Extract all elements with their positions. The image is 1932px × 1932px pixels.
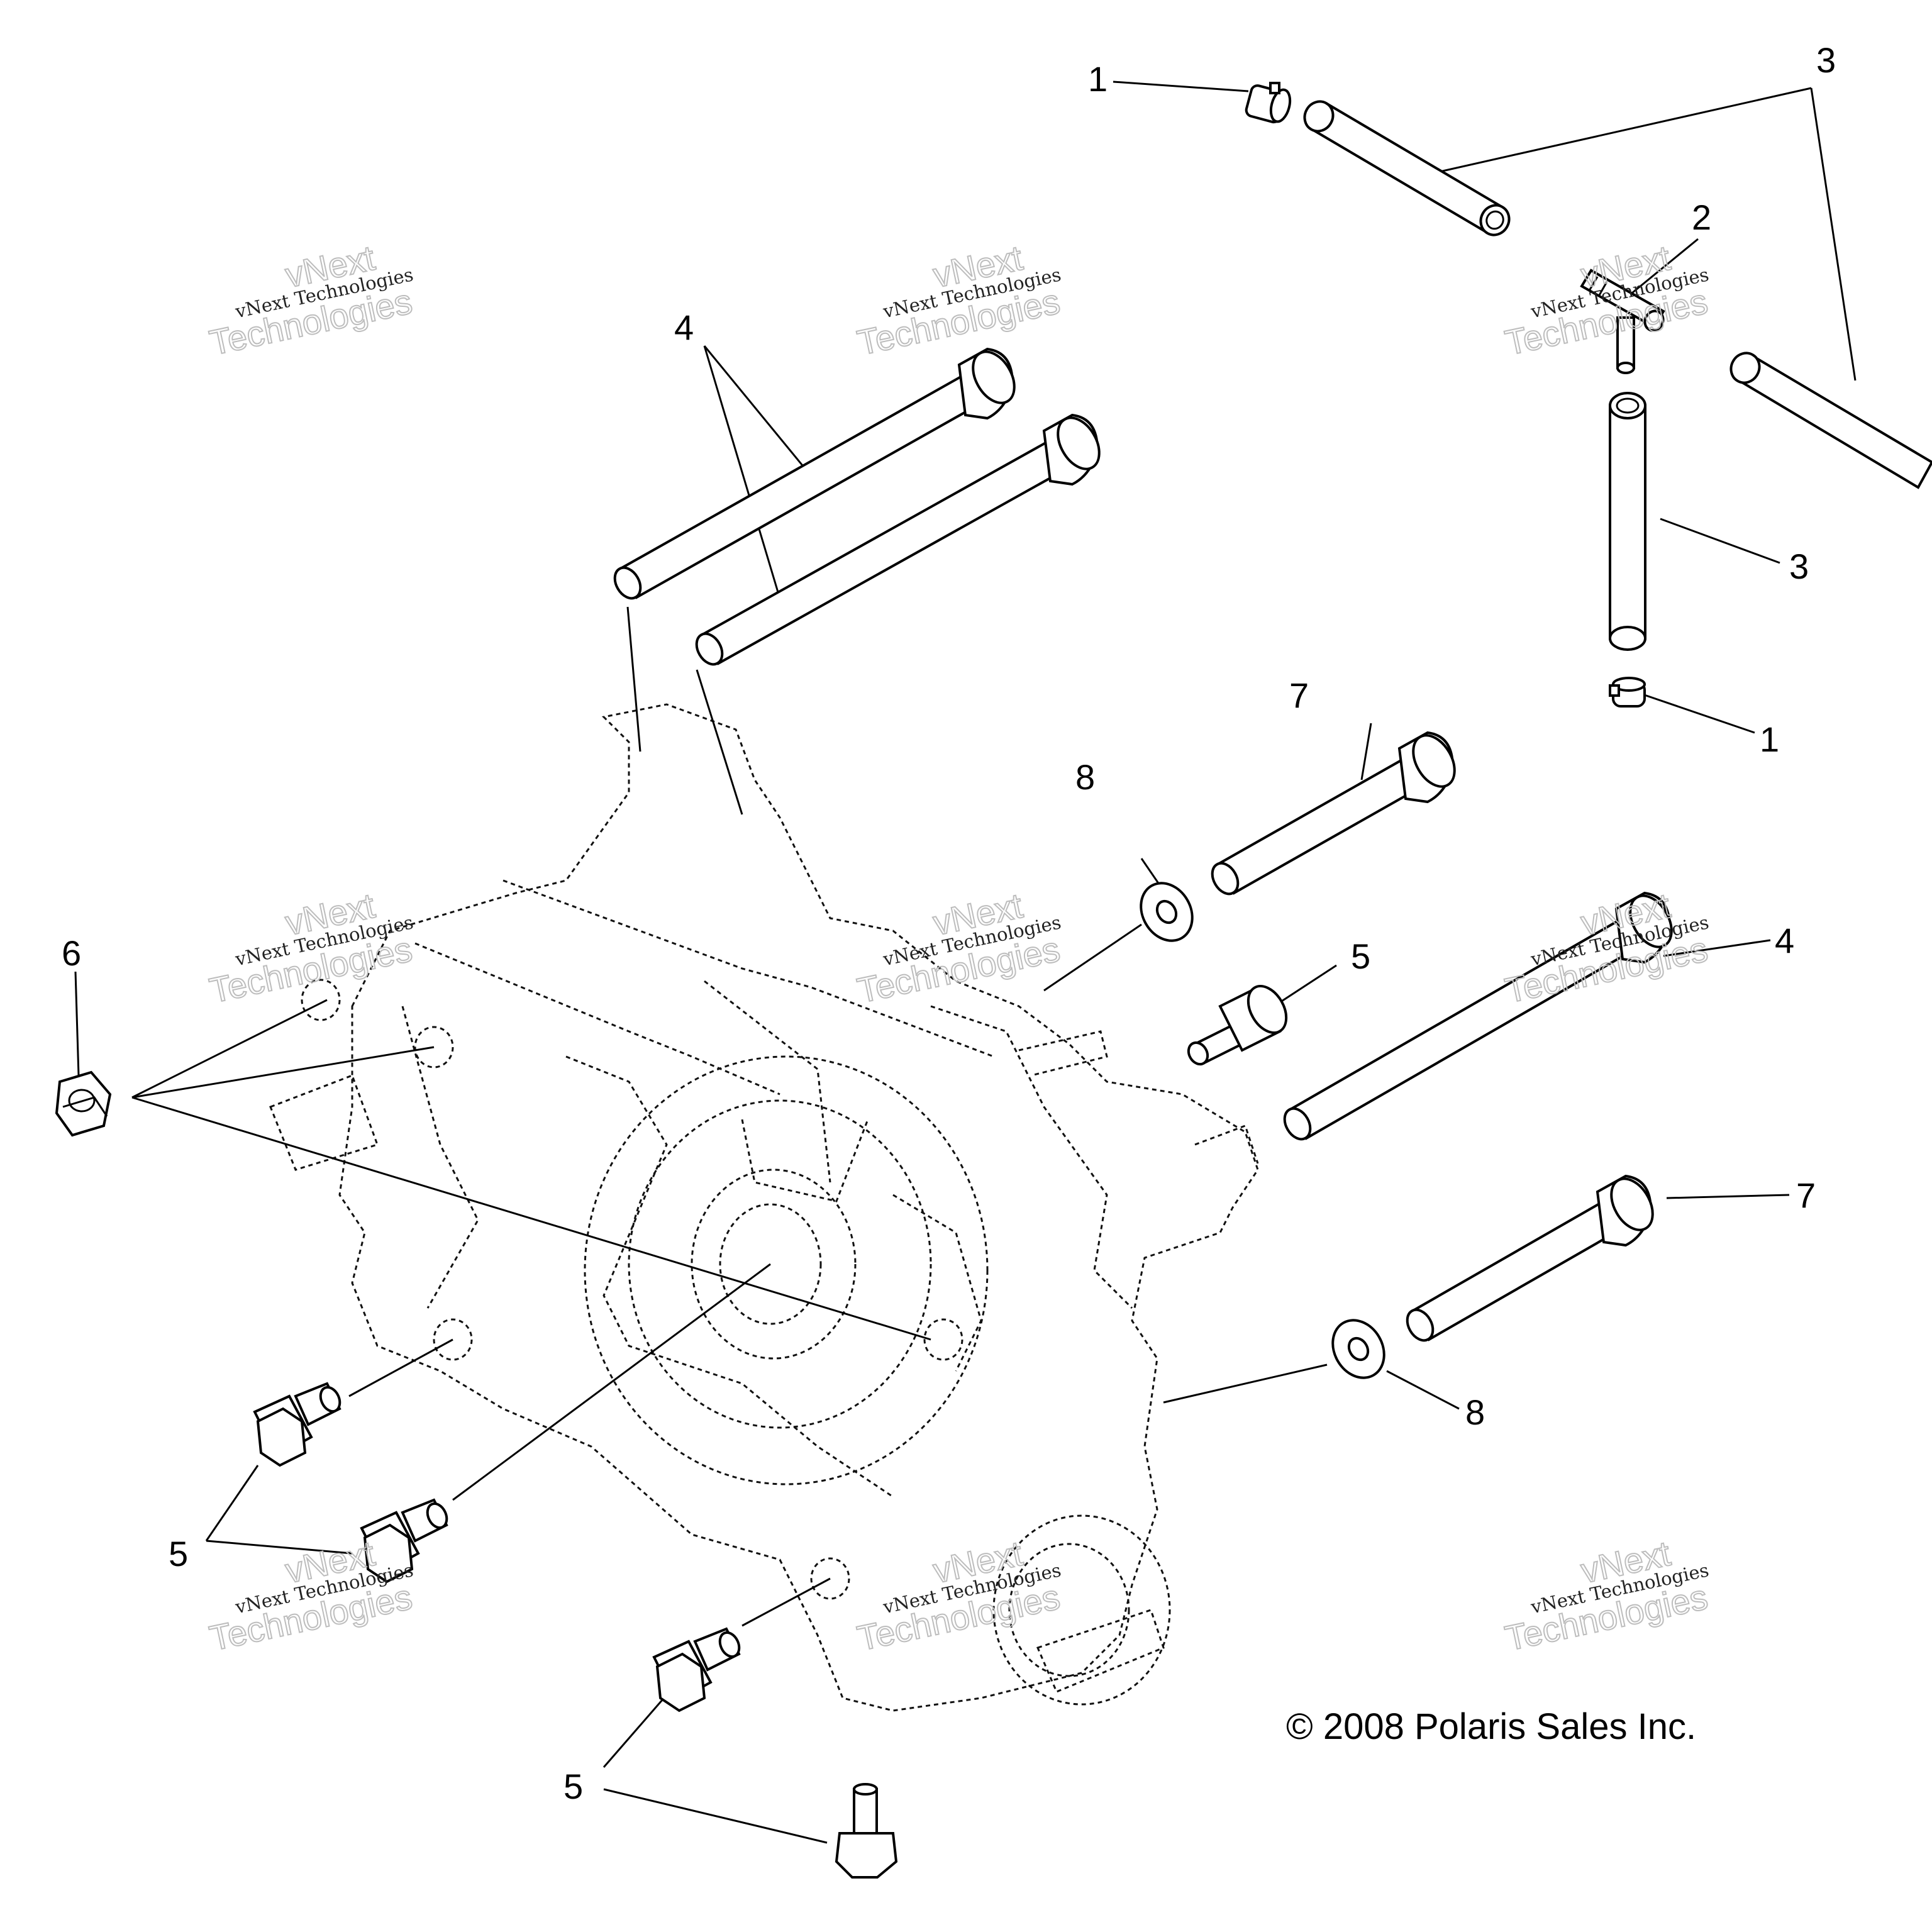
leader-lines — [74, 80, 1857, 1844]
bolt-7-lower — [1406, 1174, 1654, 1342]
callout-labels: 1 3 2 3 1 4 7 8 5 4 7 8 6 5 5 — [62, 40, 1836, 1806]
callout-7-lower: 7 — [1796, 1175, 1816, 1215]
flange-bolt-5-left-a — [253, 1382, 341, 1467]
callout-4-upper: 4 — [674, 308, 694, 347]
flange-bolt-5-left-b — [360, 1498, 448, 1584]
long-bolt-4-upper-b — [695, 413, 1101, 666]
transmission-housing — [269, 703, 1259, 1712]
tee-fitting — [1580, 269, 1665, 374]
callout-2: 2 — [1692, 197, 1711, 237]
hose-right — [1729, 352, 1932, 489]
flange-bolt-5-right — [1187, 985, 1288, 1066]
callout-5-right: 5 — [1351, 936, 1370, 976]
callout-6: 6 — [62, 933, 81, 973]
watermark: vNext vNext Technologies Technologies vN… — [206, 237, 1712, 1659]
bolt-7-upper — [1211, 731, 1456, 896]
hose-upper — [1303, 100, 1511, 236]
flange-bolt-5-bottom-b — [835, 1783, 898, 1879]
long-bolt-4-upper-a — [613, 347, 1016, 600]
flange-bolt-5-bottom-a — [652, 1627, 741, 1713]
copyright-notice: © 2008 Polaris Sales Inc. — [1286, 1706, 1696, 1747]
hose-vertical — [1609, 392, 1646, 651]
callout-8-upper: 8 — [1075, 757, 1095, 797]
flange-nut-6 — [55, 1070, 112, 1137]
long-bolt-4-right — [1283, 891, 1673, 1141]
callout-4-right: 4 — [1775, 921, 1794, 960]
callout-1-upper: 1 — [1088, 59, 1108, 99]
hose-clamp-upper — [1245, 82, 1292, 124]
callout-3-right: 3 — [1789, 547, 1809, 586]
washer-8-upper — [1140, 882, 1194, 942]
callout-7-upper: 7 — [1289, 675, 1309, 715]
callout-8-lower: 8 — [1465, 1392, 1485, 1432]
callout-5-left: 5 — [169, 1534, 188, 1574]
callout-5-bottom: 5 — [564, 1767, 583, 1806]
callout-3-upper: 3 — [1816, 40, 1836, 80]
washer-8-lower — [1331, 1319, 1385, 1379]
hose-clamp-lower — [1609, 677, 1646, 708]
callout-1-lower: 1 — [1760, 719, 1779, 759]
